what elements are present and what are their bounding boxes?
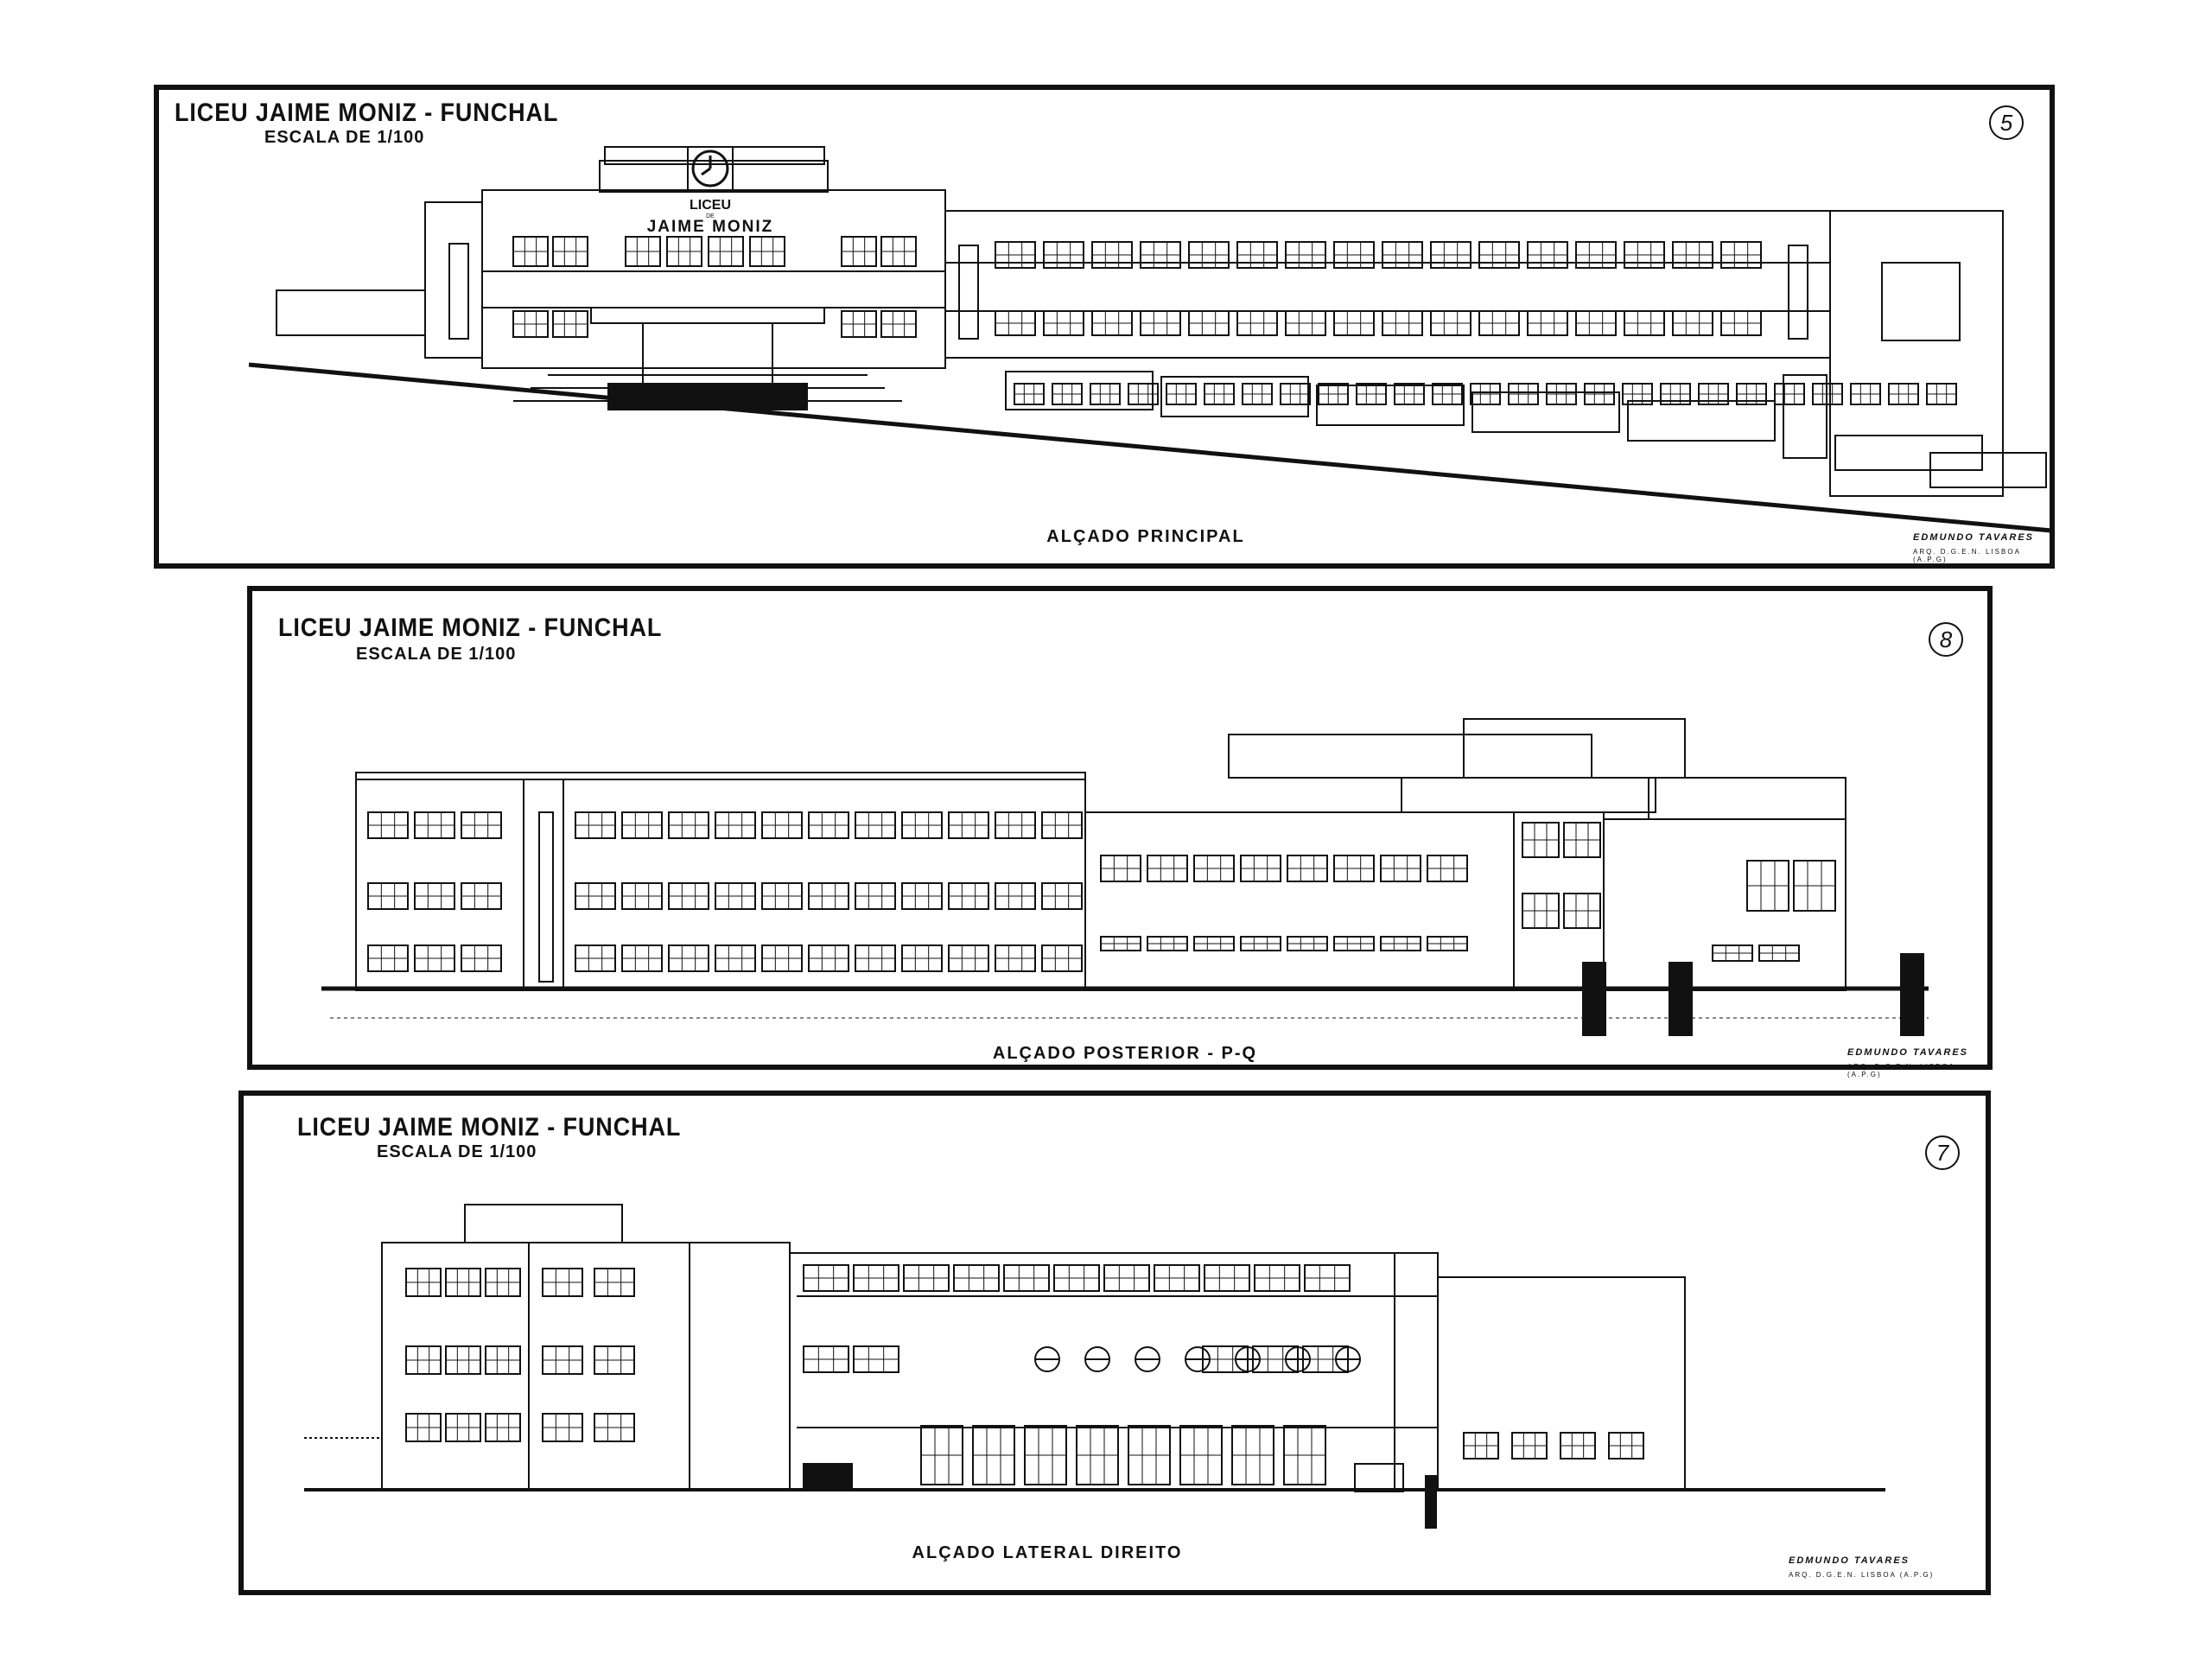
signature-sub: ARQ. D.G.E.N. LISBOA (A.P.G): [1913, 548, 2021, 563]
building-sign-de: DE: [706, 213, 715, 219]
sheet-scale: ESCALA DE 1/100: [356, 645, 517, 664]
elevation-posterior-drawing: [321, 718, 1929, 1036]
sheet-caption: ALÇADO POSTERIOR - P-Q: [992, 1044, 1258, 1063]
sheet-title: LICEU JAIME MONIZ - FUNCHAL: [175, 99, 559, 127]
building-sign-top: LICEU: [690, 198, 731, 213]
sheet-caption: ALÇADO LATERAL DIREITO: [912, 1543, 1183, 1562]
drawing-sheet-posterior: LICEU JAIME MONIZ - FUNCHAL ESCALA DE 1/…: [247, 586, 1993, 1078]
elevation-principal-drawing: LICEU DE JAIME MONIZ: [248, 146, 2050, 533]
signature: EDMUNDO TAVARES: [1847, 1047, 1968, 1058]
sheet-number: 8: [1929, 622, 1963, 657]
sheet-title: LICEU JAIME MONIZ - FUNCHAL: [297, 1113, 682, 1142]
signature: EDMUNDO TAVARES: [1789, 1555, 1910, 1566]
sheet-number: 5: [1989, 105, 2024, 140]
sheet-scale: ESCALA DE 1/100: [264, 128, 425, 147]
sheet-caption: ALÇADO PRINCIPAL: [1046, 527, 1245, 546]
building-sign-name: JAIME MONIZ: [647, 218, 774, 236]
drawing-sheet-lateral: LICEU JAIME MONIZ - FUNCHAL ESCALA DE 1/…: [238, 1091, 1991, 1595]
drawing-sheet-principal: LICEU JAIME MONIZ - FUNCHAL ESCALA DE 1/…: [154, 85, 2055, 569]
sheet-title: LICEU JAIME MONIZ - FUNCHAL: [278, 614, 663, 642]
elevation-lateral-drawing: [304, 1204, 1885, 1529]
sheet-scale: ESCALA DE 1/100: [377, 1142, 537, 1161]
signature-sub: ARQ. D.G.E.N. LISBOA (A.P.G): [1847, 1063, 1955, 1078]
signature: EDMUNDO TAVARES: [1913, 532, 2034, 543]
sheet-number: 7: [1925, 1135, 1960, 1170]
signature-sub: ARQ. D.G.E.N. LISBOA (A.P.G): [1789, 1571, 1935, 1579]
